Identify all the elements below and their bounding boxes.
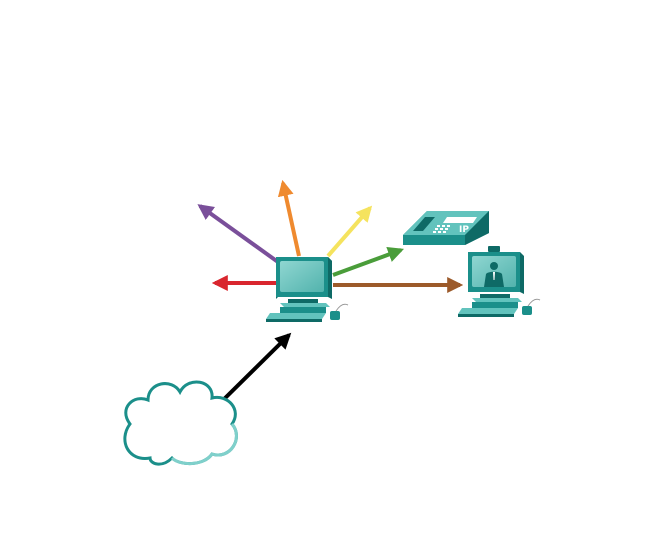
arrow-orange — [277, 179, 301, 257]
arrow-yellow — [326, 205, 373, 258]
desktop-computer-icon — [266, 257, 349, 322]
person-icon — [484, 262, 504, 287]
arrow-purple — [197, 204, 280, 264]
arrow-black — [211, 332, 292, 412]
arrow-green — [332, 246, 405, 277]
ip-phone-icon: IP — [403, 211, 489, 245]
internet-cloud-icon — [123, 380, 238, 466]
ip-phone-label: IP — [459, 225, 469, 235]
video-call-computer-icon — [458, 246, 541, 317]
